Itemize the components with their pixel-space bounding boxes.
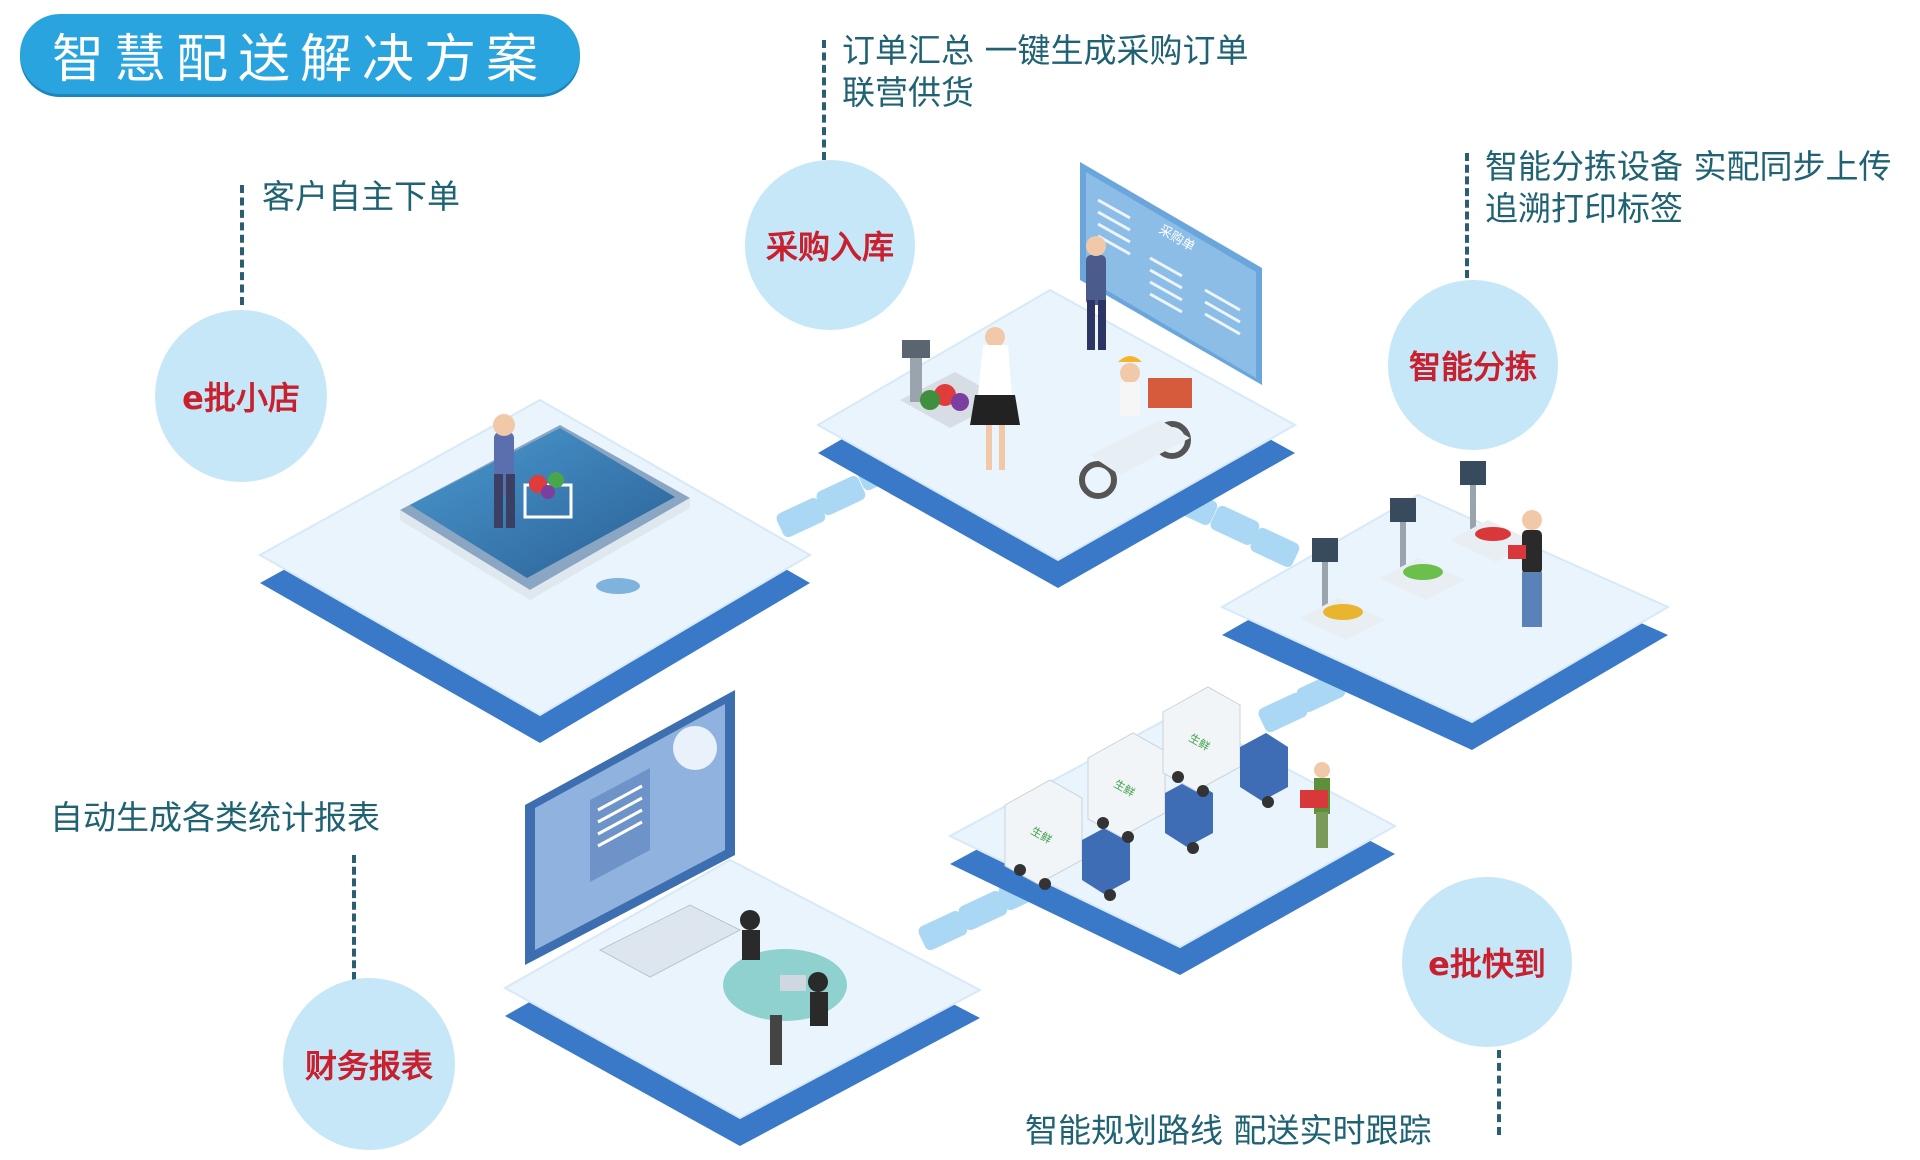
leader-purchase bbox=[822, 40, 826, 160]
leader-finance bbox=[352, 855, 356, 980]
delivery-desc-line: 智能规划路线 配送实时跟踪 bbox=[1025, 1111, 1432, 1150]
purchase-desc-line-1: 订单汇总 一键生成采购订单 bbox=[842, 31, 1249, 70]
platform-shop bbox=[257, 398, 812, 743]
purchase-desc-line-2: 联营供货 bbox=[842, 73, 974, 112]
node-shop-label: e批小店 bbox=[182, 379, 300, 417]
finance-description: 自动生成各类统计报表 bbox=[50, 797, 380, 839]
node-delivery-label: e批快到 bbox=[1428, 945, 1546, 983]
node-purchase: 采购入库 bbox=[745, 160, 915, 330]
leader-sorting bbox=[1465, 153, 1469, 278]
platform-purchase: 采购单 bbox=[815, 162, 1298, 588]
finance-desc-line: 自动生成各类统计报表 bbox=[50, 798, 380, 837]
sorting-description: 智能分拣设备 实配同步上传 追溯打印标签 bbox=[1485, 146, 1892, 230]
platform-sorting bbox=[1219, 461, 1671, 750]
node-sorting-label: 智能分拣 bbox=[1408, 348, 1537, 386]
node-shop: e批小店 bbox=[155, 310, 327, 482]
title-banner: 智慧配送解决方案 bbox=[20, 14, 580, 94]
node-finance-label: 财务报表 bbox=[304, 1047, 433, 1085]
node-sorting: 智能分拣 bbox=[1388, 280, 1558, 450]
shop-desc-line: 客户自主下单 bbox=[262, 177, 460, 216]
page-title: 智慧配送解决方案 bbox=[51, 29, 548, 90]
node-delivery: e批快到 bbox=[1402, 877, 1572, 1047]
node-purchase-label: 采购入库 bbox=[765, 228, 894, 266]
purchase-description: 订单汇总 一键生成采购订单 联营供货 bbox=[842, 30, 1249, 114]
sorting-desc-line-1: 智能分拣设备 实配同步上传 bbox=[1485, 147, 1892, 186]
shop-description: 客户自主下单 bbox=[262, 176, 460, 218]
platform-finance bbox=[502, 690, 983, 1146]
delivery-description: 智能规划路线 配送实时跟踪 bbox=[1025, 1110, 1432, 1152]
leader-shop bbox=[240, 185, 244, 305]
node-finance: 财务报表 bbox=[283, 978, 455, 1150]
platform-delivery: 生鲜 生鲜 生鲜 bbox=[947, 686, 1398, 975]
sorting-desc-line-2: 追溯打印标签 bbox=[1485, 189, 1683, 228]
leader-delivery bbox=[1497, 1050, 1501, 1135]
